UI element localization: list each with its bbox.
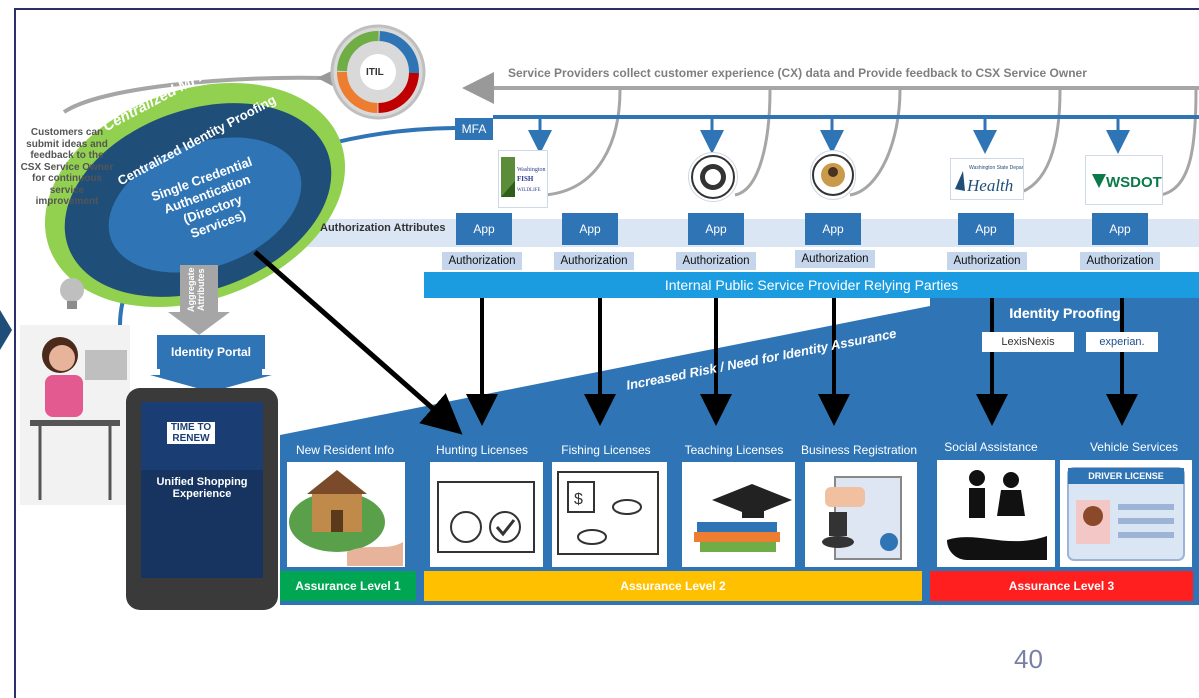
service-title: Social Assistance [944, 440, 1038, 454]
lexisnexis-logo: LexisNexis [982, 332, 1074, 352]
mfa-tag: MFA [455, 118, 493, 140]
svg-text:Washington State Department of: Washington State Department of [969, 165, 1023, 171]
svg-text:WSDOT: WSDOT [1106, 174, 1162, 191]
authorization-box: Authorization [1080, 252, 1160, 270]
graduation-books-icon [682, 462, 795, 567]
hunting-license-icon [430, 462, 543, 567]
app-box: App [1092, 213, 1148, 245]
svg-text:FISH: FISH [517, 175, 534, 183]
stamp-document-icon [805, 462, 917, 567]
service-title: New Resident Info [295, 443, 395, 457]
svg-text:WILDLIFE: WILDLIFE [517, 188, 541, 193]
house-keys-icon [287, 462, 405, 567]
svg-text:Health: Health [966, 176, 1013, 195]
shopping-cart-icon [186, 518, 222, 550]
relying-parties-bar: Internal Public Service Provider Relying… [424, 272, 1199, 298]
authorization-attributes-label: Authorization Attributes [320, 222, 446, 234]
customer-feedback-note: Customers can submit ideas and feedback … [20, 127, 114, 207]
page-number: 40 [1014, 644, 1043, 674]
authorization-box: Authorization [795, 250, 875, 268]
identity-proofing-title: Identity Proofing [1009, 305, 1121, 321]
authorization-box: Authorization [947, 252, 1027, 270]
assurance-level-1: Assurance Level 1 [280, 571, 416, 601]
service-title: Hunting Licenses [435, 443, 529, 457]
authorization-box: Authorization [442, 252, 522, 270]
slide-frame [14, 8, 1199, 698]
app-box: App [562, 213, 618, 245]
service-title: Vehicle Services [1089, 440, 1179, 454]
identity-portal-label: Identity Portal [157, 335, 265, 369]
washington-seal-logo [810, 150, 856, 200]
identity-proofing-title: Identity Proofing [1009, 305, 1121, 321]
authorization-box: Authorization [676, 252, 756, 270]
cx-feedback-text: Service Providers collect customer exper… [508, 66, 1087, 80]
service-title: Teaching Licenses [684, 443, 784, 457]
time-to-renew-text: TIME TO RENEW [167, 422, 215, 444]
svg-text:Washington: Washington [517, 167, 546, 173]
state-seal-logo [688, 152, 738, 202]
family-hand-icon [937, 460, 1055, 567]
experian-logo: experian. [1086, 332, 1158, 352]
driver-license-icon [1060, 460, 1192, 567]
app-box: App [456, 213, 512, 245]
authorization-box: Authorization [554, 252, 634, 270]
driver-license-text: DRIVER LICENSE [1088, 471, 1164, 481]
customer-figure-icon [20, 278, 130, 505]
assurance-level-3: Assurance Level 3 [930, 571, 1193, 601]
app-box: App [958, 213, 1014, 245]
service-title: Business Registration [800, 443, 918, 457]
service-title: Fishing Licenses [561, 443, 651, 457]
wsdot-logo: WSDOT [1085, 155, 1163, 205]
unified-shopping-label: Unified Shopping Experience [156, 476, 248, 500]
itil-label: ITIL [366, 67, 384, 78]
app-box: App [805, 213, 861, 245]
aggregate-attributes-label: Aggregate Attributes [186, 267, 206, 312]
health-logo: Washington State Department of Health [950, 158, 1042, 200]
left-chevron-icon [0, 310, 12, 350]
assurance-level-2: Assurance Level 2 [424, 571, 922, 601]
app-box: App [688, 213, 744, 245]
fishing-license-icon: $ [552, 462, 667, 567]
svg-text:$: $ [574, 491, 583, 508]
